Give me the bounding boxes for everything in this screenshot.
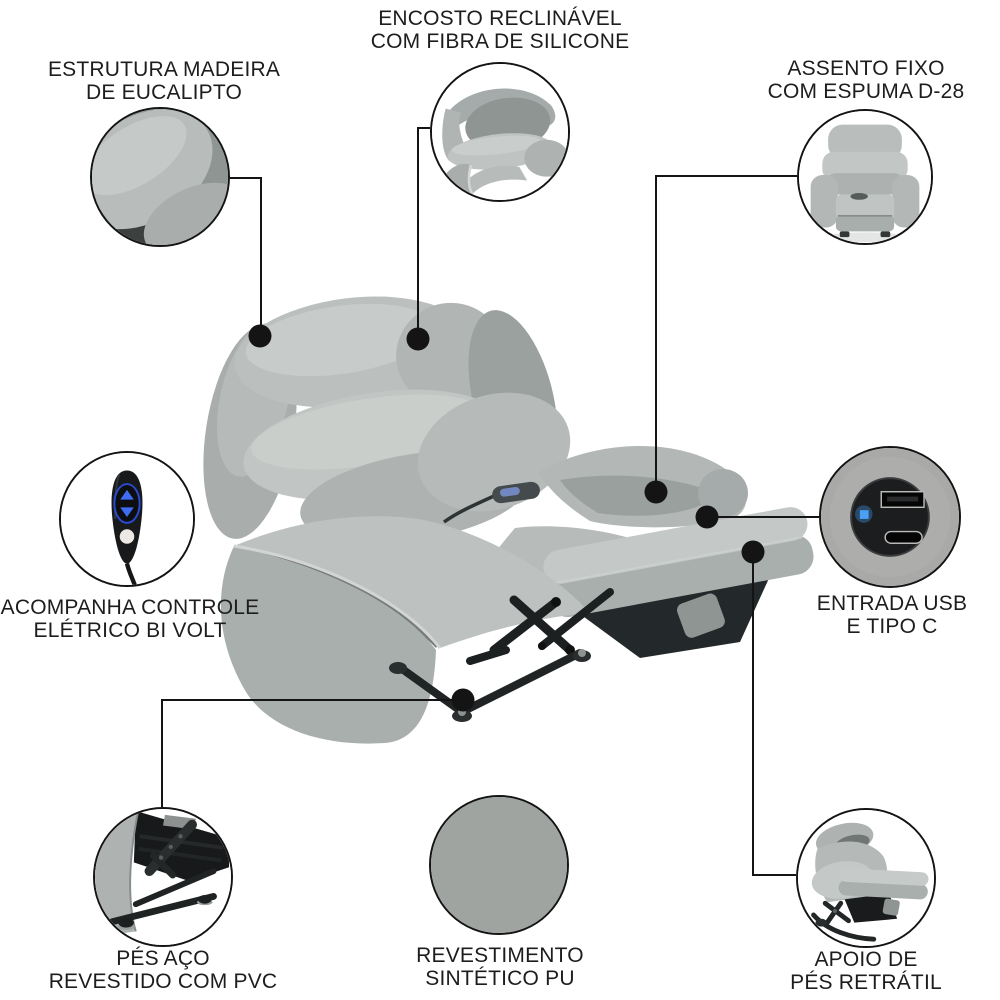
recline-mechanism [466, 588, 614, 665]
apoio-pes-label: APOIO DE PÉS RETRÁTIL [656, 948, 1000, 994]
label-line: ESTRUTURA MADEIRA [47, 58, 281, 81]
connector-dots [248, 324, 765, 712]
label-line: REVESTIMENTO [416, 944, 584, 967]
entrada-usb-detail-circle [819, 446, 961, 588]
label-line: REVESTIDO COM PVC [48, 970, 278, 993]
connector-encosto [417, 127, 430, 339]
revestimento-detail-circle [429, 795, 569, 935]
controle-eletrico-label: ACOMPANHA CONTROLE ELÉTRICO BI VOLT [0, 596, 340, 642]
dot-encosto [406, 327, 430, 351]
label-line: SINTÉTICO PU [425, 967, 575, 990]
controle-eletrico-detail-circle [59, 451, 195, 587]
led-indicator [859, 510, 869, 519]
connector-lines [161, 127, 819, 876]
label-line: COM ESPUMA D-28 [767, 80, 965, 103]
label-line: COM FIBRA DE SILICONE [370, 30, 630, 53]
connector-assento [655, 175, 797, 492]
pu-fabric-swatch-image [431, 797, 567, 933]
estrutura-madeira-detail-circle [90, 107, 230, 247]
pes-aco-label: PÉS AÇO REVESTIDO COM PVC [0, 947, 373, 993]
estrutura-madeira-label: ESTRUTURA MADEIRA DE EUCALIPTO [0, 58, 374, 104]
dot-assento [644, 480, 668, 504]
entrada-usb-label: ENTRADA USB E TIPO C [682, 592, 1000, 638]
label-line: ASSENTO FIXO [787, 57, 945, 80]
connector-pes [161, 699, 463, 807]
connector-estrutura [230, 177, 262, 336]
dot-estrutura [248, 324, 272, 348]
remote-control-image [61, 453, 193, 585]
fixed-seat-detail-image [799, 111, 931, 243]
label-line: ENCOSTO RECLINÁVEL [378, 7, 622, 30]
dot-pes [451, 688, 475, 712]
apoio-pes-detail-circle [796, 808, 936, 948]
remote-control-on-seat [442, 481, 540, 524]
steel-feet-detail-image [95, 809, 231, 945]
label-line: PÉS RETRÁTIL [790, 971, 942, 994]
recliner-chair-illustration [203, 296, 814, 744]
usb-c-port [884, 530, 923, 544]
label-line: E TIPO C [846, 615, 938, 638]
label-line: ELÉTRICO BI VOLT [33, 619, 227, 642]
label-line: APOIO DE [814, 948, 918, 971]
encosto-reclinavel-label: ENCOSTO RECLINÁVEL COM FIBRA DE SILICONE [290, 7, 710, 53]
assento-fixo-detail-circle [797, 109, 933, 245]
retractable-footrest-detail-image [798, 810, 934, 946]
usb-port-image [821, 448, 959, 586]
label-line: ENTRADA USB [816, 592, 968, 615]
label-line: ACOMPANHA CONTROLE [0, 596, 260, 619]
encosto-reclinavel-detail-circle [430, 62, 570, 202]
dot-apoio [741, 540, 765, 564]
wood-frame-cushion-detail-image [92, 109, 228, 245]
assento-fixo-label: ASSENTO FIXO COM ESPUMA D-28 [656, 57, 1000, 103]
revestimento-label: REVESTIMENTO SINTÉTICO PU [290, 944, 710, 990]
dot-usb [695, 505, 719, 529]
connector-apoio [752, 552, 796, 876]
label-line: DE EUCALIPTO [85, 81, 243, 104]
pes-aco-detail-circle [93, 807, 233, 947]
label-line: PÉS AÇO [116, 947, 210, 970]
reclining-backrest-detail-image [432, 64, 568, 200]
